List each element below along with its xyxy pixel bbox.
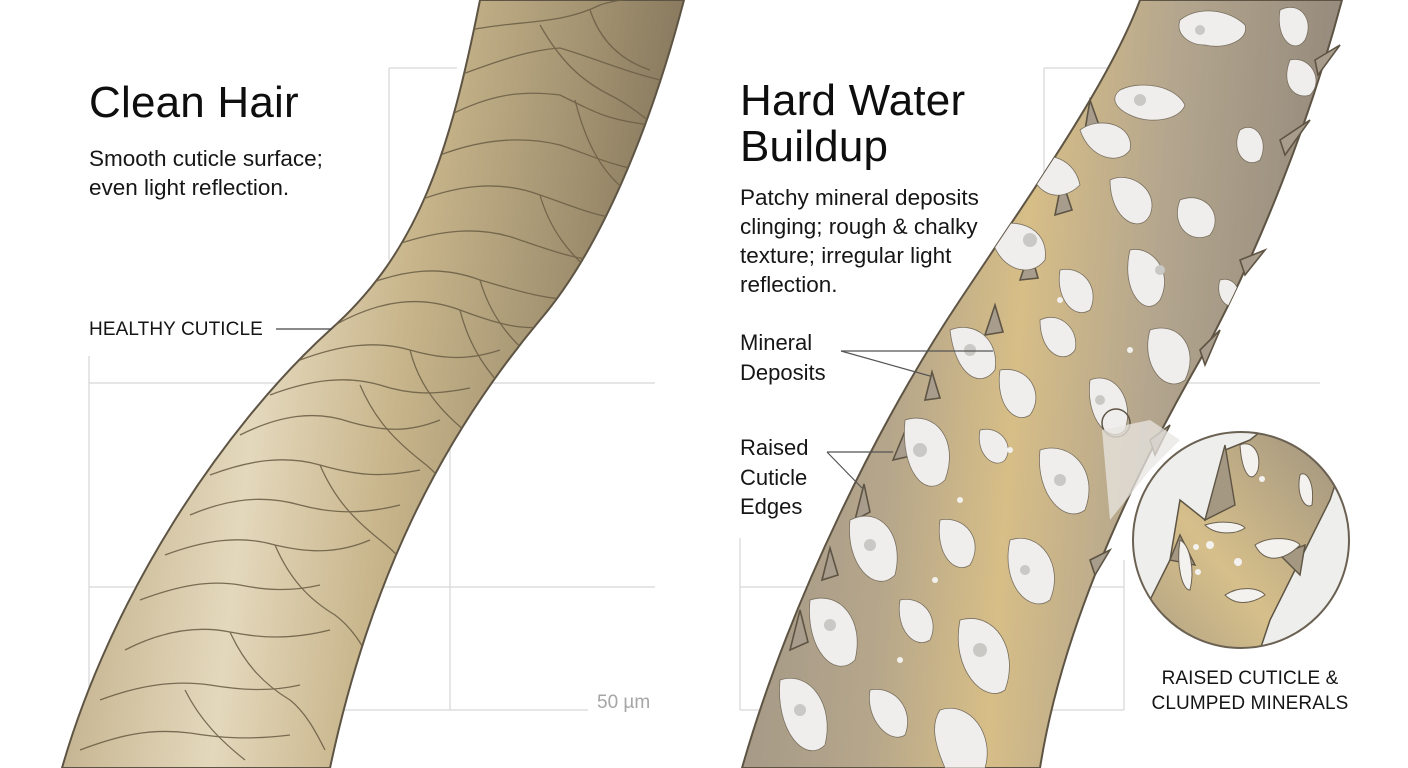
description-line: even light reflection. [89, 175, 290, 200]
description-line: texture; irregular light [740, 243, 952, 268]
caption-line: CLUMPED MINERALS [1151, 693, 1349, 714]
scale-bar-label: 50 µm [597, 692, 651, 713]
mineral-deposits-label: Mineral Deposits [740, 328, 826, 387]
inset-caption: RAISED CUTICLE & CLUMPED MINERALS [1130, 666, 1370, 716]
callout-line: Cuticle [740, 464, 808, 490]
raised-cuticle-edges-label: Raised Cuticle Edges [740, 433, 808, 522]
damaged-hair-strand [740, 0, 1344, 768]
caption-line: RAISED CUTICLE & [1161, 668, 1339, 689]
callout-line: Deposits [740, 359, 826, 385]
hard-water-description: Patchy mineral deposits clinging; rough … [740, 183, 979, 299]
hard-water-title: Hard Water Buildup [740, 78, 965, 170]
healthy-cuticle-label: HEALTHY CUTICLE [89, 319, 263, 340]
clean-hair-title: Clean Hair [89, 78, 299, 127]
title-line: Buildup [740, 122, 889, 171]
description-line: clinging; rough & chalky [740, 214, 978, 239]
description-line: reflection. [740, 272, 838, 297]
callout-line: Mineral [740, 330, 813, 355]
title-line: Hard Water [740, 76, 966, 125]
magnified-inset [1132, 431, 1350, 649]
clean-hair-description: Smooth cuticle surface; even light refle… [89, 144, 323, 202]
callout-line: Edges [740, 494, 803, 519]
description-line: Smooth cuticle surface; [89, 146, 323, 171]
callout-line: Raised [740, 435, 809, 460]
description-line: Patchy mineral deposits [740, 185, 979, 210]
